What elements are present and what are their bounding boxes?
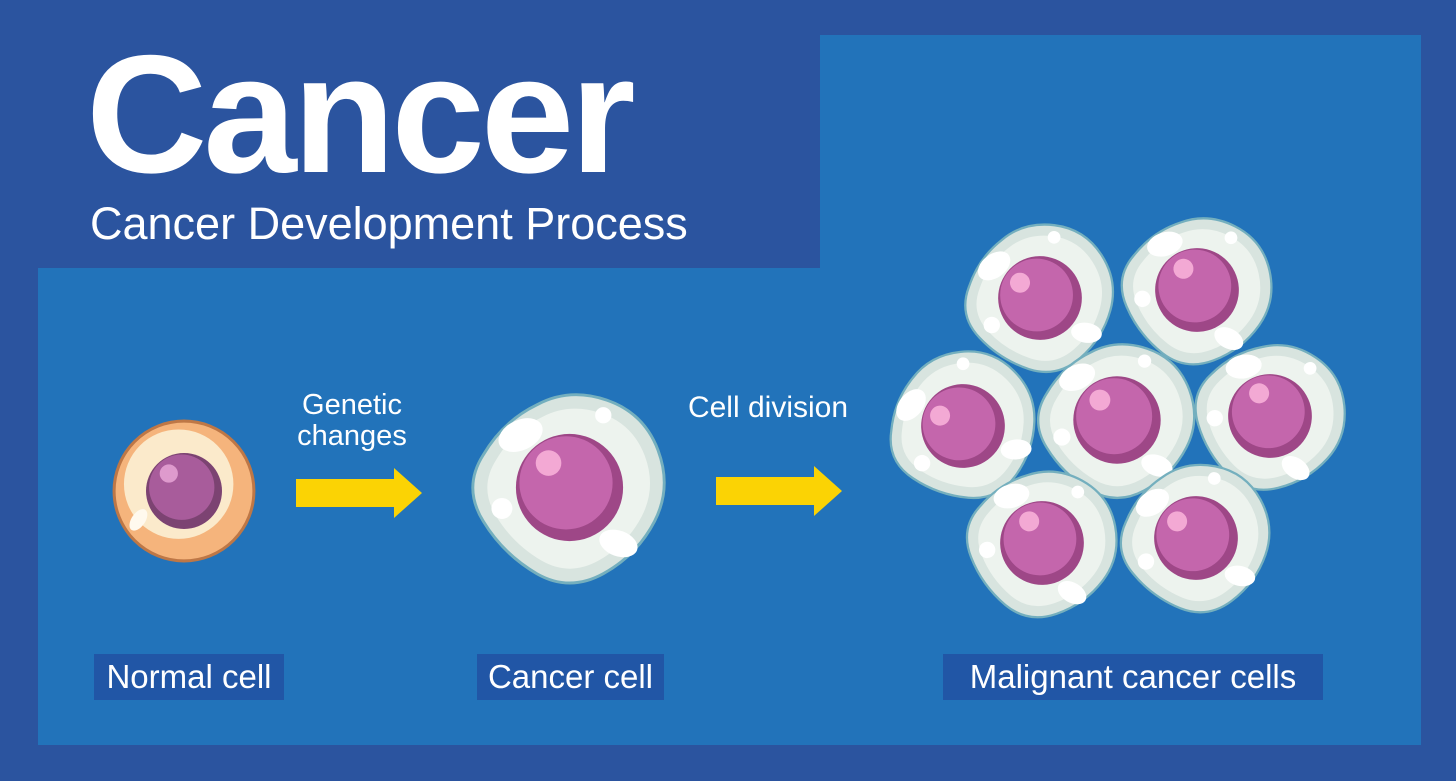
cancer-cell-illustration (453, 371, 686, 604)
caption-malignant-cancer-cells: Malignant cancer cells (943, 654, 1323, 700)
normal-cell-illustration (112, 419, 256, 563)
genetic-changes-label: Genetic changes (297, 389, 407, 452)
cell-division-label: Cell division (687, 391, 849, 424)
malignant-cells-illustration (870, 198, 1370, 638)
page-subtitle: Cancer Development Process (90, 198, 688, 249)
page-title: Cancer (86, 20, 636, 208)
right-arrow-icon (296, 468, 422, 518)
right-arrow-icon (716, 466, 842, 516)
cancer-cell (473, 395, 664, 583)
normal-cell (112, 419, 256, 563)
caption-cancer-cell: Cancer cell (477, 654, 664, 700)
caption-normal-cell: Normal cell (94, 654, 284, 700)
